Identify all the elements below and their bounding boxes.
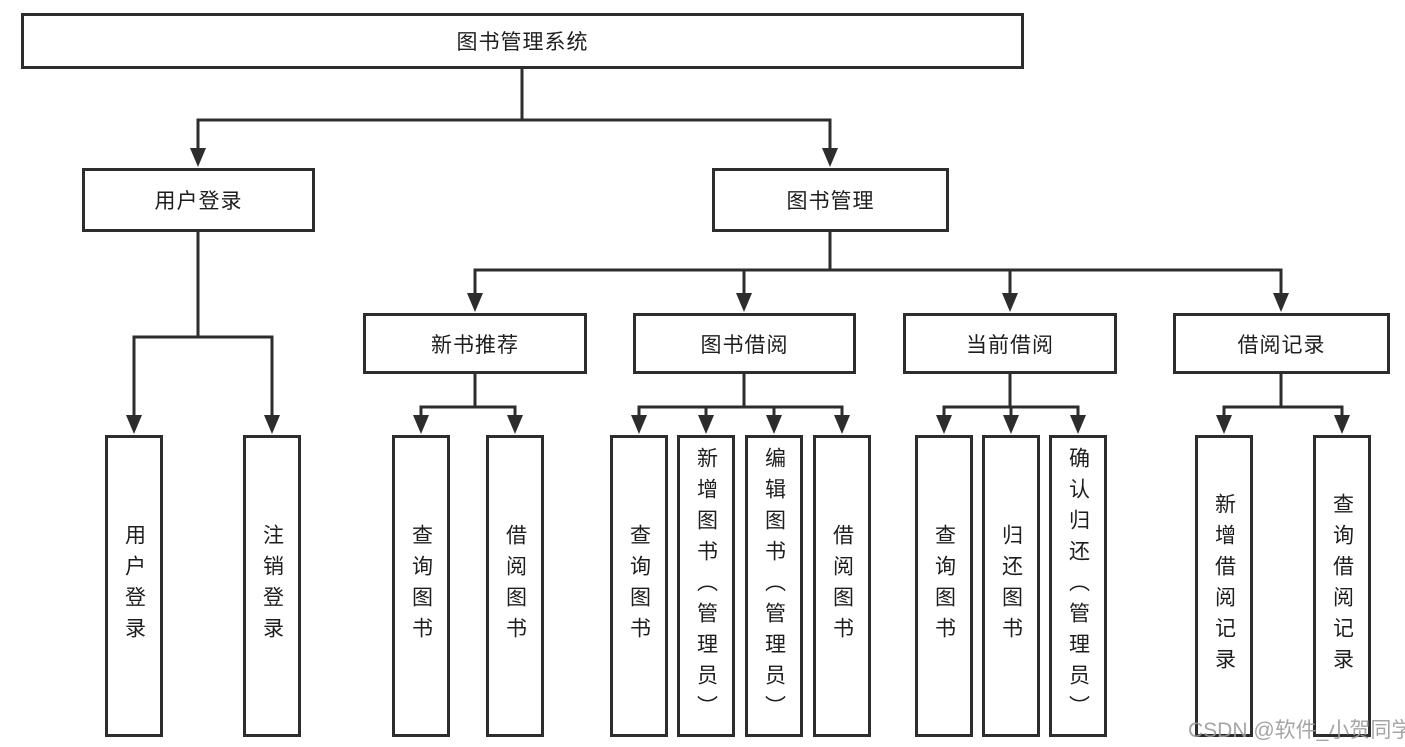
leaf-label: 借阅图书 [503, 524, 527, 648]
node-current-borrow: 当前借阅 [903, 313, 1117, 374]
connector-book-management [467, 230, 1289, 312]
leaf-label: 查询图书 [409, 524, 433, 648]
arrowhead-logout [264, 415, 280, 434]
leaf-nbr-query-book: 查询图书 [392, 435, 450, 737]
leaf-bb-add-book-admin: 新增图书（管理员） [677, 435, 735, 737]
leaf-label: 借阅图书 [830, 524, 854, 648]
connector-root [190, 67, 838, 167]
leaf-bb-query-book: 查询图书 [610, 435, 668, 737]
node-label: 图书管理 [786, 190, 875, 213]
node-book-management: 图书管理 [712, 168, 949, 232]
connector-borrow-records [1216, 372, 1350, 434]
arrowhead-new-book-recommend [467, 293, 483, 312]
leaf-cb-confirm-return-admin: 确认归还（管理员） [1049, 435, 1107, 737]
arrowhead-br-query [1334, 415, 1350, 434]
arrowhead-br-add [1216, 415, 1232, 434]
connector-user-login [126, 230, 280, 434]
node-root-library-system: 图书管理系统 [21, 13, 1024, 69]
arrowhead-bb-borrow [834, 415, 850, 434]
leaf-label: 查询图书 [627, 524, 651, 648]
connector-new-book-recommend [413, 372, 523, 434]
arrowhead-cb-query [936, 415, 952, 434]
arrowhead-login [126, 415, 142, 434]
node-label: 图书借阅 [700, 333, 789, 357]
node-label: 借阅记录 [1237, 333, 1326, 357]
leaf-bb-edit-book-admin: 编辑图书（管理员） [745, 435, 803, 737]
arrowhead-bb-add [698, 415, 714, 434]
leaf-br-add-record: 新增借阅记录 [1195, 435, 1253, 737]
node-borrow-records: 借阅记录 [1173, 313, 1390, 374]
arrowhead-bb-edit [766, 415, 782, 434]
leaf-label: 新增借阅记录 [1212, 493, 1236, 679]
leaf-label: 查询图书 [932, 524, 956, 648]
arrowhead-cb-return [1003, 415, 1019, 434]
node-label: 用户登录 [154, 190, 243, 213]
arrowhead-current-borrow [1002, 293, 1018, 312]
leaf-label: 编辑图书（管理员） [762, 446, 786, 726]
node-user-login: 用户登录 [82, 168, 315, 232]
node-new-book-recommend: 新书推荐 [363, 313, 587, 374]
leaf-nbr-borrow-book: 借阅图书 [486, 435, 544, 737]
node-label: 图书管理系统 [456, 31, 589, 54]
leaf-label: 确认归还（管理员） [1066, 446, 1090, 726]
arrowhead-nbr-borrow [507, 415, 523, 434]
leaf-label: 查询借阅记录 [1330, 493, 1354, 679]
leaf-label: 用户登录 [122, 524, 146, 648]
leaf-logout: 注销登录 [243, 435, 301, 737]
node-label: 新书推荐 [431, 333, 519, 357]
leaf-cb-query-book: 查询图书 [915, 435, 973, 737]
connector-book-borrow [631, 372, 850, 434]
leaf-label: 注销登录 [260, 524, 284, 648]
leaf-label: 归还图书 [999, 524, 1023, 648]
leaf-bb-borrow-book: 借阅图书 [813, 435, 871, 737]
connector-current-borrow [936, 372, 1086, 434]
arrowhead-bb-query [631, 415, 647, 434]
leaf-label: 新增图书（管理员） [694, 446, 718, 726]
node-book-borrow: 图书借阅 [633, 313, 856, 374]
leaf-br-query-record: 查询借阅记录 [1313, 435, 1371, 737]
leaf-cb-return-book: 归还图书 [982, 435, 1040, 737]
arrowhead-book-management [822, 148, 838, 167]
arrowhead-nbr-query [413, 415, 429, 434]
arrowhead-book-borrow [736, 293, 752, 312]
node-label: 当前借阅 [966, 333, 1054, 357]
arrowhead-cb-confirm [1070, 415, 1086, 434]
leaf-user-login: 用户登录 [105, 435, 163, 737]
arrowhead-user-login [190, 148, 206, 167]
arrowhead-borrow-records [1273, 293, 1289, 312]
csdn-watermark: CSDN @软件_小贺同学 [1188, 719, 1405, 742]
